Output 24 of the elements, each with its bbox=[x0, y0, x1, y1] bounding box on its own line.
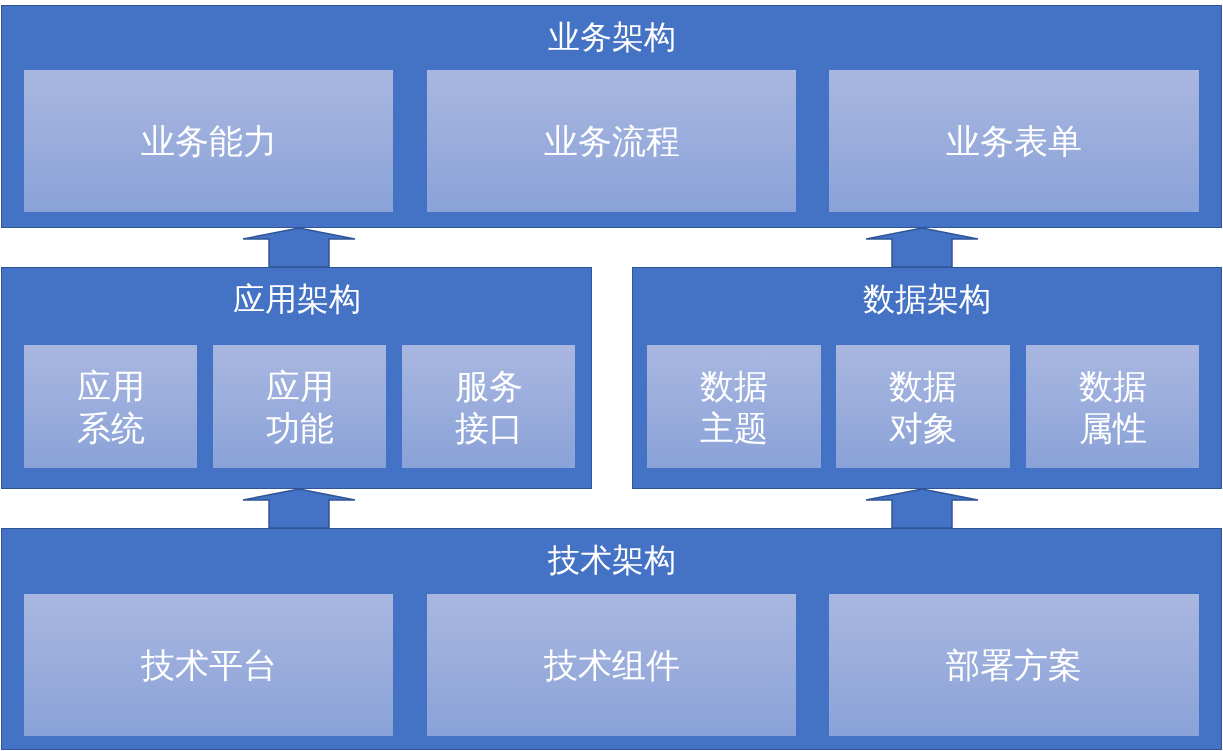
layer-panel bbox=[1, 528, 1222, 750]
component-box: 业务流程 bbox=[427, 70, 796, 212]
block-arrow bbox=[242, 227, 356, 268]
component-box: 数据对象 bbox=[836, 345, 1010, 468]
layer-panel bbox=[632, 267, 1222, 489]
block-arrow bbox=[242, 488, 356, 529]
component-box: 数据主题 bbox=[647, 345, 821, 468]
component-box: 业务表单 bbox=[829, 70, 1199, 212]
component-box: 业务能力 bbox=[24, 70, 393, 212]
component-box: 应用功能 bbox=[213, 345, 386, 468]
component-box: 部署方案 bbox=[829, 594, 1199, 736]
layer-title: 业务架构 bbox=[547, 17, 676, 57]
component-box: 数据属性 bbox=[1026, 345, 1199, 468]
component-box: 技术平台 bbox=[24, 594, 393, 736]
component-box: 技术组件 bbox=[427, 594, 796, 736]
layer-title: 技术架构 bbox=[547, 540, 676, 580]
layer-title: 数据架构 bbox=[863, 279, 991, 319]
block-arrow bbox=[865, 227, 979, 268]
layer-title: 应用架构 bbox=[232, 279, 361, 319]
component-box: 应用系统 bbox=[24, 345, 197, 468]
layer-panel bbox=[1, 267, 592, 489]
block-arrow bbox=[865, 488, 979, 529]
layer-panel bbox=[1, 5, 1222, 228]
component-box: 服务接口 bbox=[402, 345, 575, 468]
